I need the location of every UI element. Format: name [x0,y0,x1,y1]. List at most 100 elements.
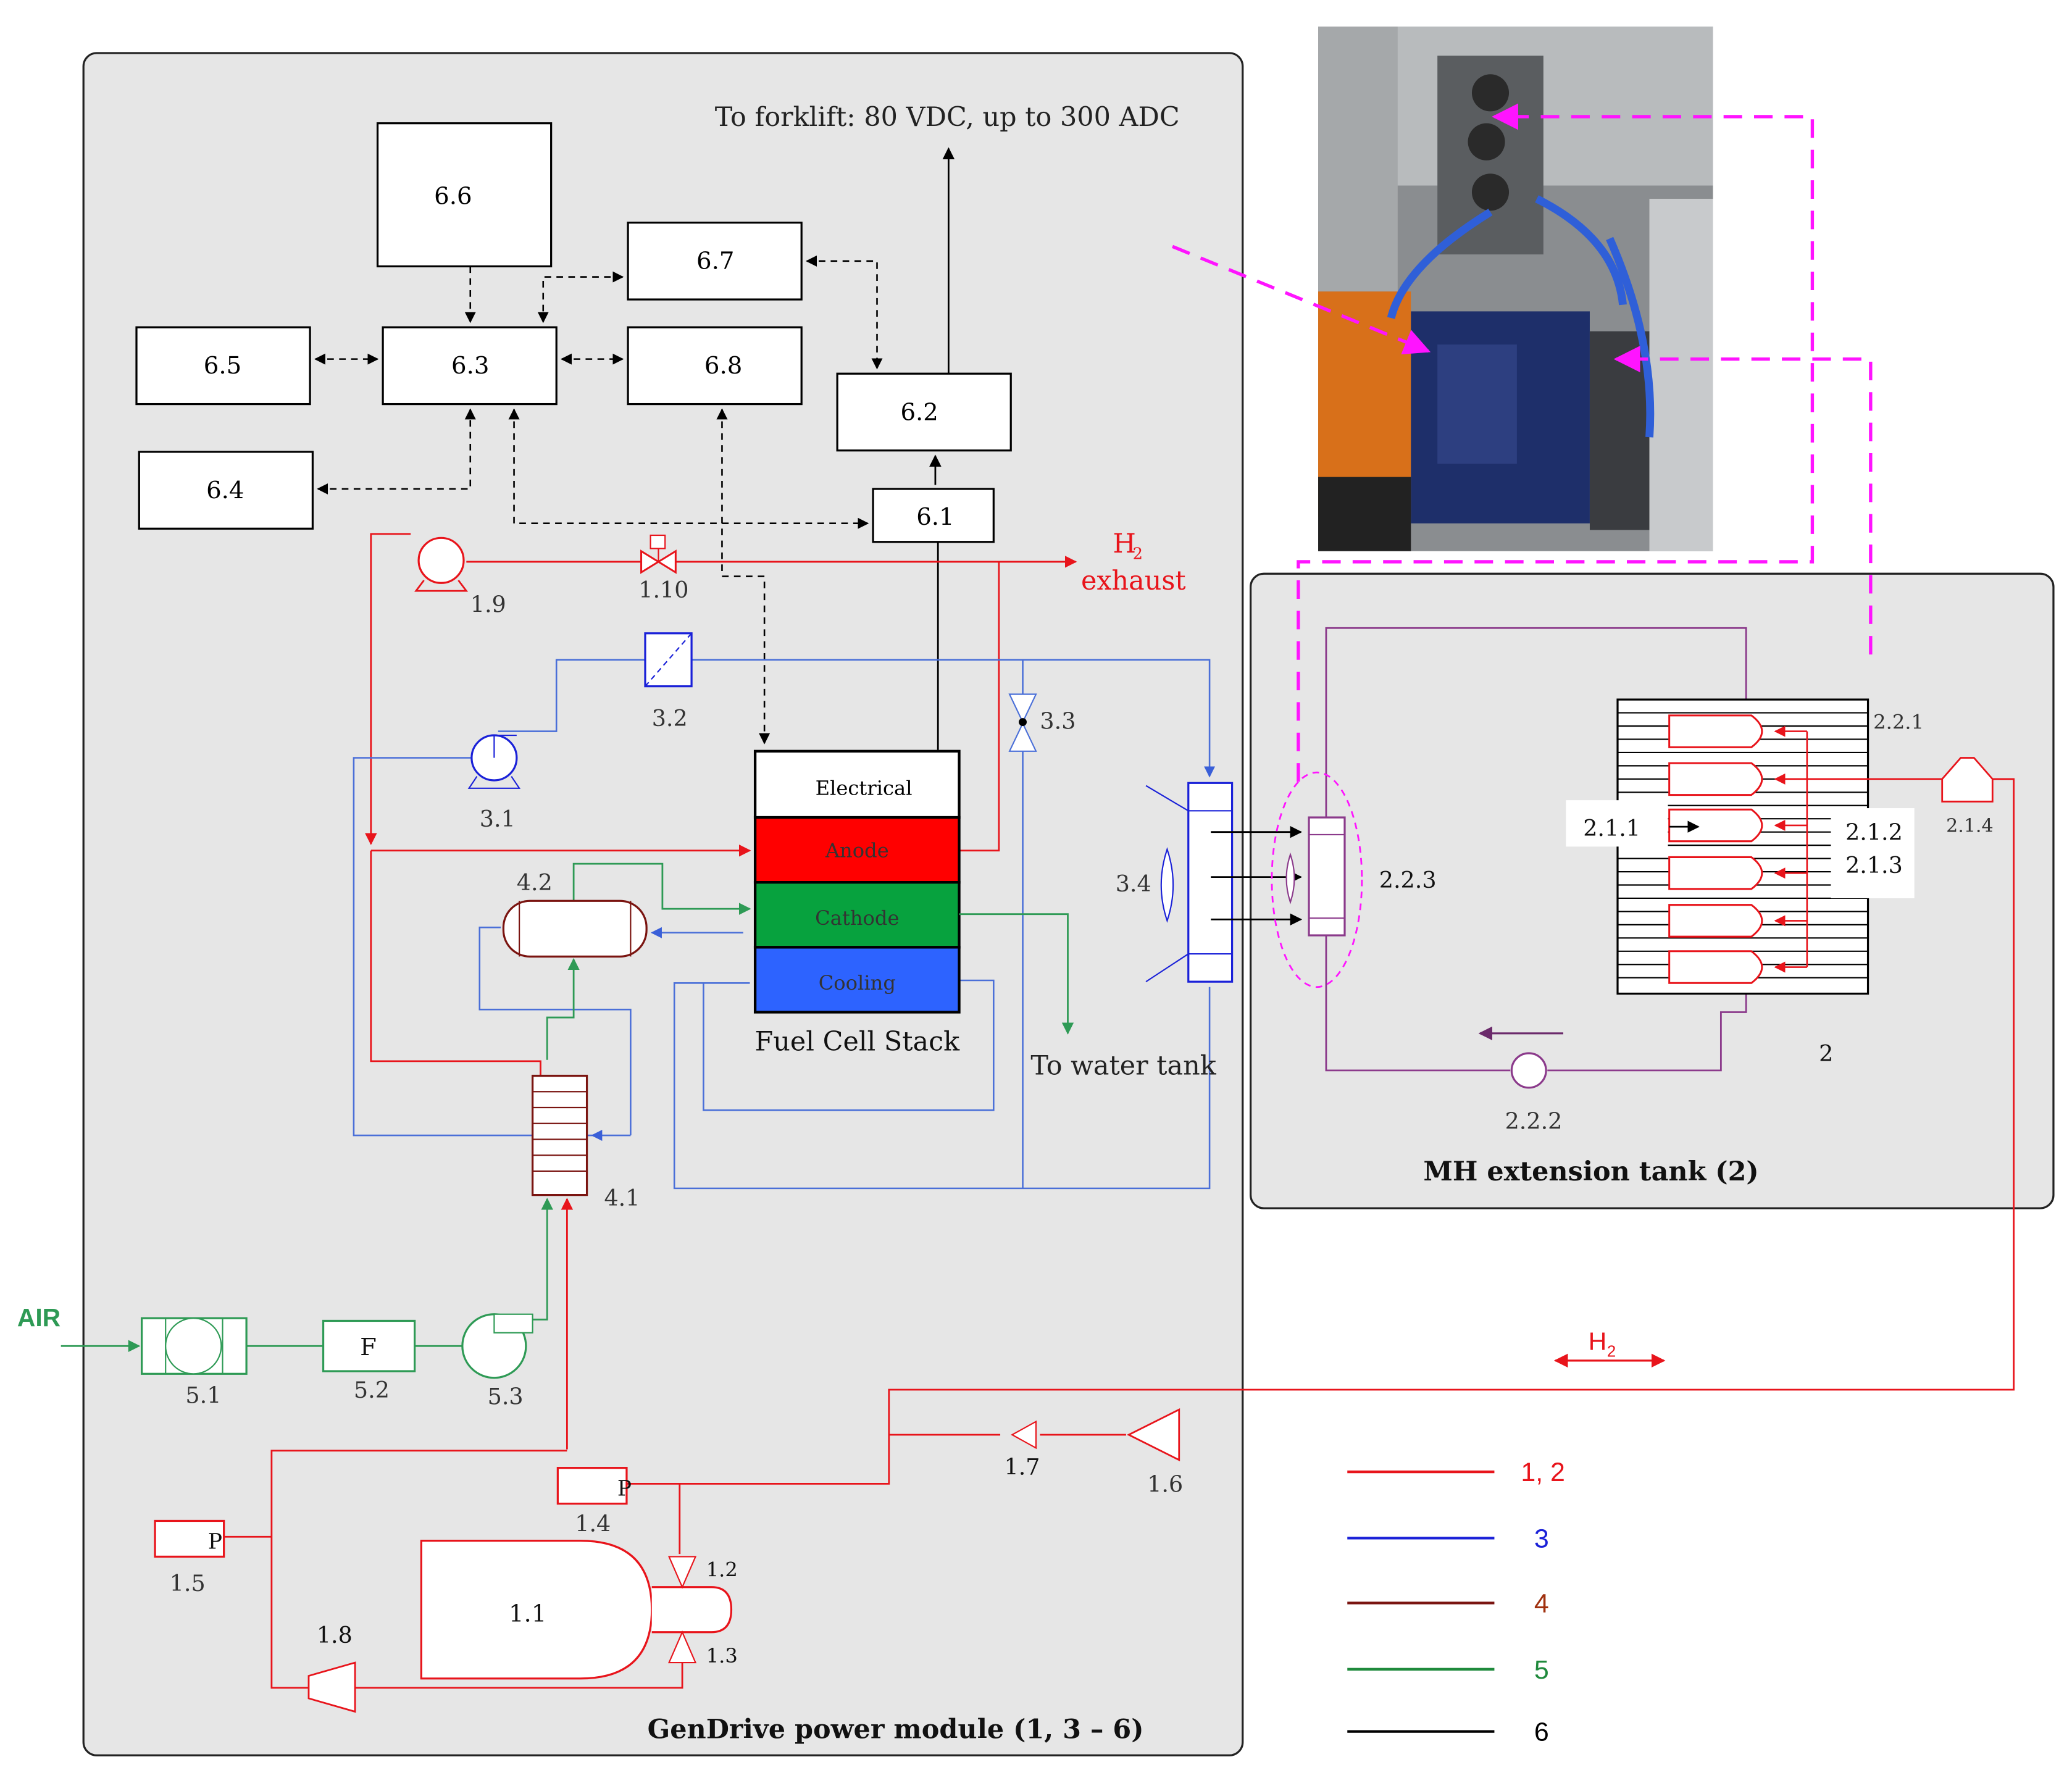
air-label: AIR [17,1303,61,1332]
air-filter-5-2-icon: F [322,1319,416,1372]
label-1-10: 1.10 [638,577,688,603]
control-box-6-4: 6.4 [138,451,314,530]
tank-title: MH extension tank (2) [1423,1156,1758,1187]
svg-text:2.1.3: 2.1.3 [1845,852,1903,879]
module-title: GenDrive power module (1, 3 – 6) [648,1714,1144,1745]
svg-text:6.4: 6.4 [206,477,244,504]
label-5-2: 5.2 [354,1377,390,1403]
pressure-sensor-1-4-icon: P [556,1467,632,1505]
pressure-sensor-1-5-icon: P [154,1519,225,1558]
label-1-7: 1.7 [1005,1453,1040,1480]
forklift-photo [1318,27,1713,551]
pump-2-2-2-icon [1510,1052,1547,1089]
label-1-5: 1.5 [170,1570,206,1597]
air-lines [61,862,1074,1352]
control-box-6-5: 6.5 [135,326,311,406]
output-label: To forklift: 80 VDC, up to 300 ADC [715,102,1180,133]
label-3-4: 3.4 [1116,870,1151,897]
svg-text:F: F [360,1334,377,1361]
valve-3-3-icon [1008,693,1037,752]
label-5-3: 5.3 [488,1384,524,1410]
legend-label-5: 6 [1534,1718,1549,1747]
label-tank-2: 2 [1819,1040,1833,1067]
legend-label-3: 4 [1534,1589,1549,1619]
svg-text:P: P [208,1530,222,1555]
inlet-2-1-4-icon [1941,757,1994,803]
air-inlet-5-1-icon [140,1317,248,1375]
h2-tank-1-1-icon [420,1540,733,1680]
label-2-1-1-box: 2.1.1 [1566,800,1668,847]
label-1-3: 1.3 [706,1644,738,1668]
label-1-1: 1.1 [509,1600,546,1628]
svg-text:6.1: 6.1 [916,503,954,531]
valve-1-10-icon [640,534,677,574]
control-box-6-2: 6.2 [836,372,1012,452]
pump-1-9-icon [414,536,469,592]
humidifier-4-2-icon [502,900,648,958]
cooling-lines [353,659,1216,1190]
label-1-4: 1.4 [575,1511,611,1537]
label-1-8: 1.8 [317,1622,353,1648]
label-1-9: 1.9 [470,591,506,617]
svg-text:H: H [1113,528,1135,559]
svg-text:2: 2 [1133,545,1143,564]
compressor-5-3-icon [461,1313,533,1379]
check-valve-1-7-icon [1011,1420,1037,1450]
svg-text:2.1.2: 2.1.2 [1845,819,1903,846]
label-2-1-2-box: 2.1.2 2.1.3 [1831,808,1915,898]
regulator-1-8-icon [307,1661,356,1713]
filter-3-2-icon [644,632,693,688]
heat-exchanger-4-1-icon [531,1074,588,1196]
label-1-6: 1.6 [1147,1471,1183,1497]
svg-text:6.6: 6.6 [434,183,472,211]
svg-text:6.2: 6.2 [900,398,938,426]
svg-text:P: P [617,1477,632,1501]
label-3-3: 3.3 [1040,708,1076,734]
stack-title: Fuel Cell Stack [754,1027,960,1058]
stack-layer-cooling: Cooling [819,971,896,995]
control-box-6-3: 6.3 [382,326,558,406]
photo-links [1171,103,1873,782]
svg-text:H: H [1589,1327,1606,1356]
label-4-1: 4.1 [604,1185,640,1211]
svg-text:6.3: 6.3 [451,352,489,380]
fuel-cell-stack: Electrical Anode Cathode Cooling Fuel Ce… [753,749,961,1058]
stack-layer-anode: Anode [825,838,889,862]
label-3-1: 3.1 [480,806,516,832]
svg-text:exhaust: exhaust [1081,566,1186,596]
label-1-2: 1.2 [706,1558,738,1582]
svg-text:6.7: 6.7 [696,248,734,275]
label-2-2-3: 2.2.3 [1379,867,1437,893]
label-2-2-1: 2.2.1 [1873,710,1924,733]
fan-2-2-3-icon [1271,771,1363,988]
stack-layer-electrical: Electrical [816,777,913,800]
valve-1-2-icon [667,1556,697,1664]
label-4-2: 4.2 [517,869,553,896]
control-box-6-6: 6.6 [376,122,553,268]
legend: 1, 2 3 4 5 6 [1347,1458,1565,1747]
svg-text:6.5: 6.5 [204,352,241,380]
label-3-2: 3.2 [652,705,688,732]
svg-text:6.8: 6.8 [704,352,742,380]
mh-loop-lines [1325,627,1747,1072]
legend-label-4: 5 [1534,1655,1549,1685]
control-box-6-8: 6.8 [627,326,803,406]
water-tank-label: To water tank [1030,1050,1216,1081]
h2-exhaust-label: H 2 exhaust [1081,528,1186,596]
label-5-1: 5.1 [185,1382,221,1409]
hydrogen-lines [223,533,2015,1689]
radiator-3-4-icon [1145,782,1234,983]
svg-text:2.1.1: 2.1.1 [1583,815,1640,841]
inlet-1-6-icon [1127,1408,1180,1462]
legend-label-1: 1, 2 [1521,1458,1565,1487]
h2-flow-indicator: H 2 [1589,1327,1616,1361]
svg-text:2: 2 [1607,1343,1616,1360]
control-box-6-7: 6.7 [627,222,803,301]
label-2-2-2: 2.2.2 [1505,1108,1563,1134]
control-box-6-1: 6.1 [872,488,995,543]
legend-label-2: 3 [1534,1524,1549,1553]
label-2-1-4: 2.1.4 [1946,816,1993,837]
stack-layer-cathode: Cathode [815,906,899,930]
pump-3-1-icon [467,734,521,789]
